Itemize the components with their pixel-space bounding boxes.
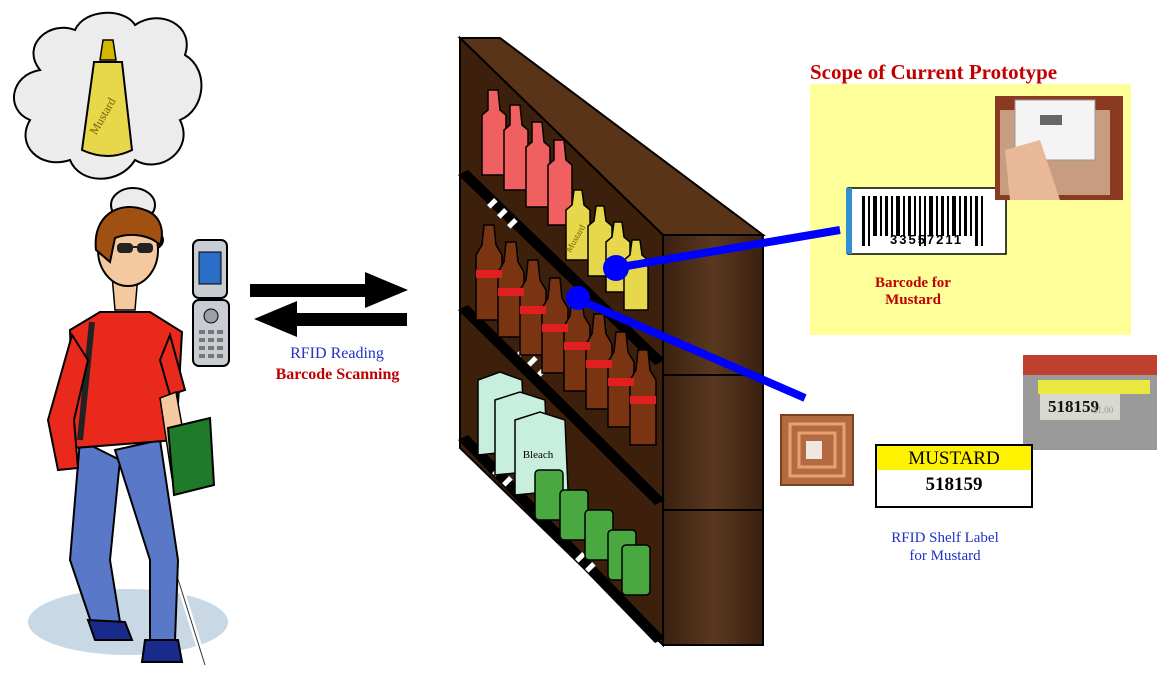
shelf-label-code: 518159 — [925, 474, 983, 495]
mustard-shelf-label: MUSTARD 518159 — [875, 444, 1033, 508]
rfid-tag — [780, 414, 854, 486]
blind-shopper-figure — [46, 205, 216, 666]
photo-label-price: $1.00 — [1093, 405, 1114, 415]
shelf-label-photo — [1023, 355, 1157, 450]
arrow-right — [250, 272, 408, 308]
bleach-label: Bleach — [523, 449, 554, 461]
barcode-caption-line1: Barcode for — [875, 275, 951, 291]
shelf-label-name: MUSTARD — [908, 448, 1000, 469]
arrow-left — [254, 301, 407, 337]
arrow-caption-rfid-reading: RFID Reading — [290, 345, 384, 362]
shelf-label-band — [877, 446, 1031, 470]
store-shelf: Mustard Bleach — [457, 35, 767, 648]
barcode-graphic — [846, 187, 1007, 255]
rfid-caption-line1: RFID Shelf Label — [891, 530, 999, 546]
barcode-caption-line2: Mustard — [885, 292, 941, 309]
ground-shadow — [28, 589, 228, 655]
pointer-to-rfid — [573, 294, 807, 402]
pointer-to-barcode — [614, 226, 841, 272]
rfid-caption-line2: for Mustard — [909, 548, 981, 564]
flip-phone — [192, 239, 230, 367]
arrow-caption-barcode-scanning: Barcode Scanning — [275, 366, 400, 383]
pointer-dot-rfid — [566, 286, 590, 310]
pointer-dot-barcode — [603, 255, 629, 281]
scanner-photo — [995, 96, 1123, 200]
barcode-caption: Barcode for Mustard — [848, 275, 978, 310]
thought-mustard-bottle: Mustard — [80, 39, 134, 157]
diagram-title: Scope of Current Prototype — [810, 60, 1058, 84]
photo-label-code: 518159 — [1048, 397, 1099, 416]
barcode-number: 33557211 — [890, 232, 964, 247]
